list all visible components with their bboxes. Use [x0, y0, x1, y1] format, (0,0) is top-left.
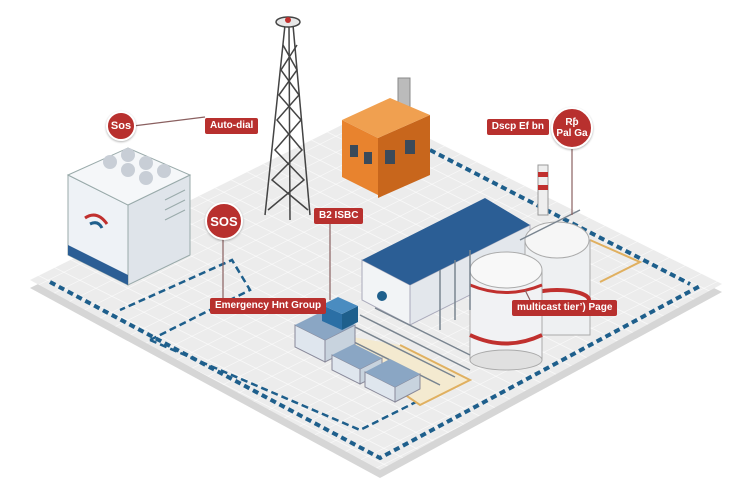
storage-tanks: [469, 221, 591, 371]
network-cable: [119, 258, 252, 342]
sos-badge-large: SOS: [205, 202, 243, 240]
dscp-label: Dscp Ef bn: [486, 119, 549, 135]
pal-ga-text: Pal Ga: [556, 128, 588, 139]
emergency-hunt-group-label: Emergency Hnt Group: [210, 298, 327, 314]
radio-tower: [264, 16, 311, 221]
b2-isbc-label: B2 ISBC: [314, 208, 364, 224]
auto-dial-label: Auto-dial: [205, 118, 259, 134]
pipe-rack: [329, 209, 581, 386]
rp-pal-ga-badge: Rƥ Pal Ga: [551, 107, 593, 149]
callout-lines: [132, 116, 573, 301]
sos-badge-small: Sos: [106, 111, 136, 141]
chimney: [537, 164, 549, 216]
small-buildings: [294, 297, 421, 403]
rp-text: Rƥ: [565, 117, 579, 128]
cable-yellow: [589, 239, 643, 283]
power-plant-building: [342, 77, 430, 198]
multicast-page-label: multicast tier’) Page: [512, 300, 618, 316]
server-cabinet: [66, 147, 192, 286]
